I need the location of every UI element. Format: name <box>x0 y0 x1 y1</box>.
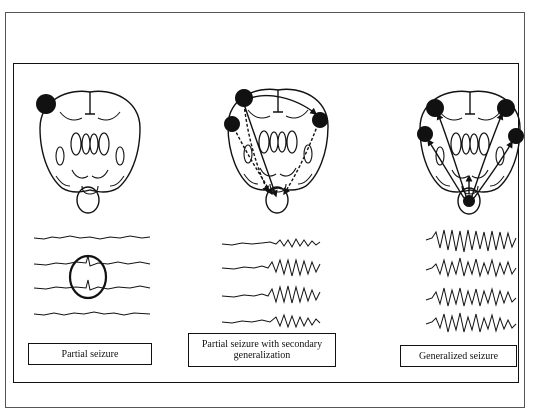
caption-partial-seizure: Partial seizure <box>28 343 152 365</box>
seizure-focus-right-lower <box>508 128 524 144</box>
seizure-focus-left <box>36 94 56 114</box>
seizure-focus-right-upper <box>497 99 515 117</box>
caption-generalized-seizure: Generalized seizure <box>400 345 517 367</box>
seizure-focus-spread-right <box>312 112 328 128</box>
eeg-traces-generalized <box>426 230 516 332</box>
seizure-focus-left-lower <box>417 126 433 142</box>
eeg-traces-secondary <box>222 239 320 327</box>
focal-discharge-highlight <box>70 256 106 298</box>
eeg-traces-partial <box>34 236 150 315</box>
seizure-focus-spread-left <box>224 116 240 132</box>
partial-panel <box>34 91 150 315</box>
secondary-panel <box>222 89 328 327</box>
caption-secondary-generalization: Partial seizure with secondary generaliz… <box>188 333 336 367</box>
generalized-panel <box>417 91 524 332</box>
seizure-focus-left-upper <box>426 99 444 117</box>
spread-arrows-generalized <box>428 114 512 198</box>
seizure-focus-center <box>463 195 475 207</box>
